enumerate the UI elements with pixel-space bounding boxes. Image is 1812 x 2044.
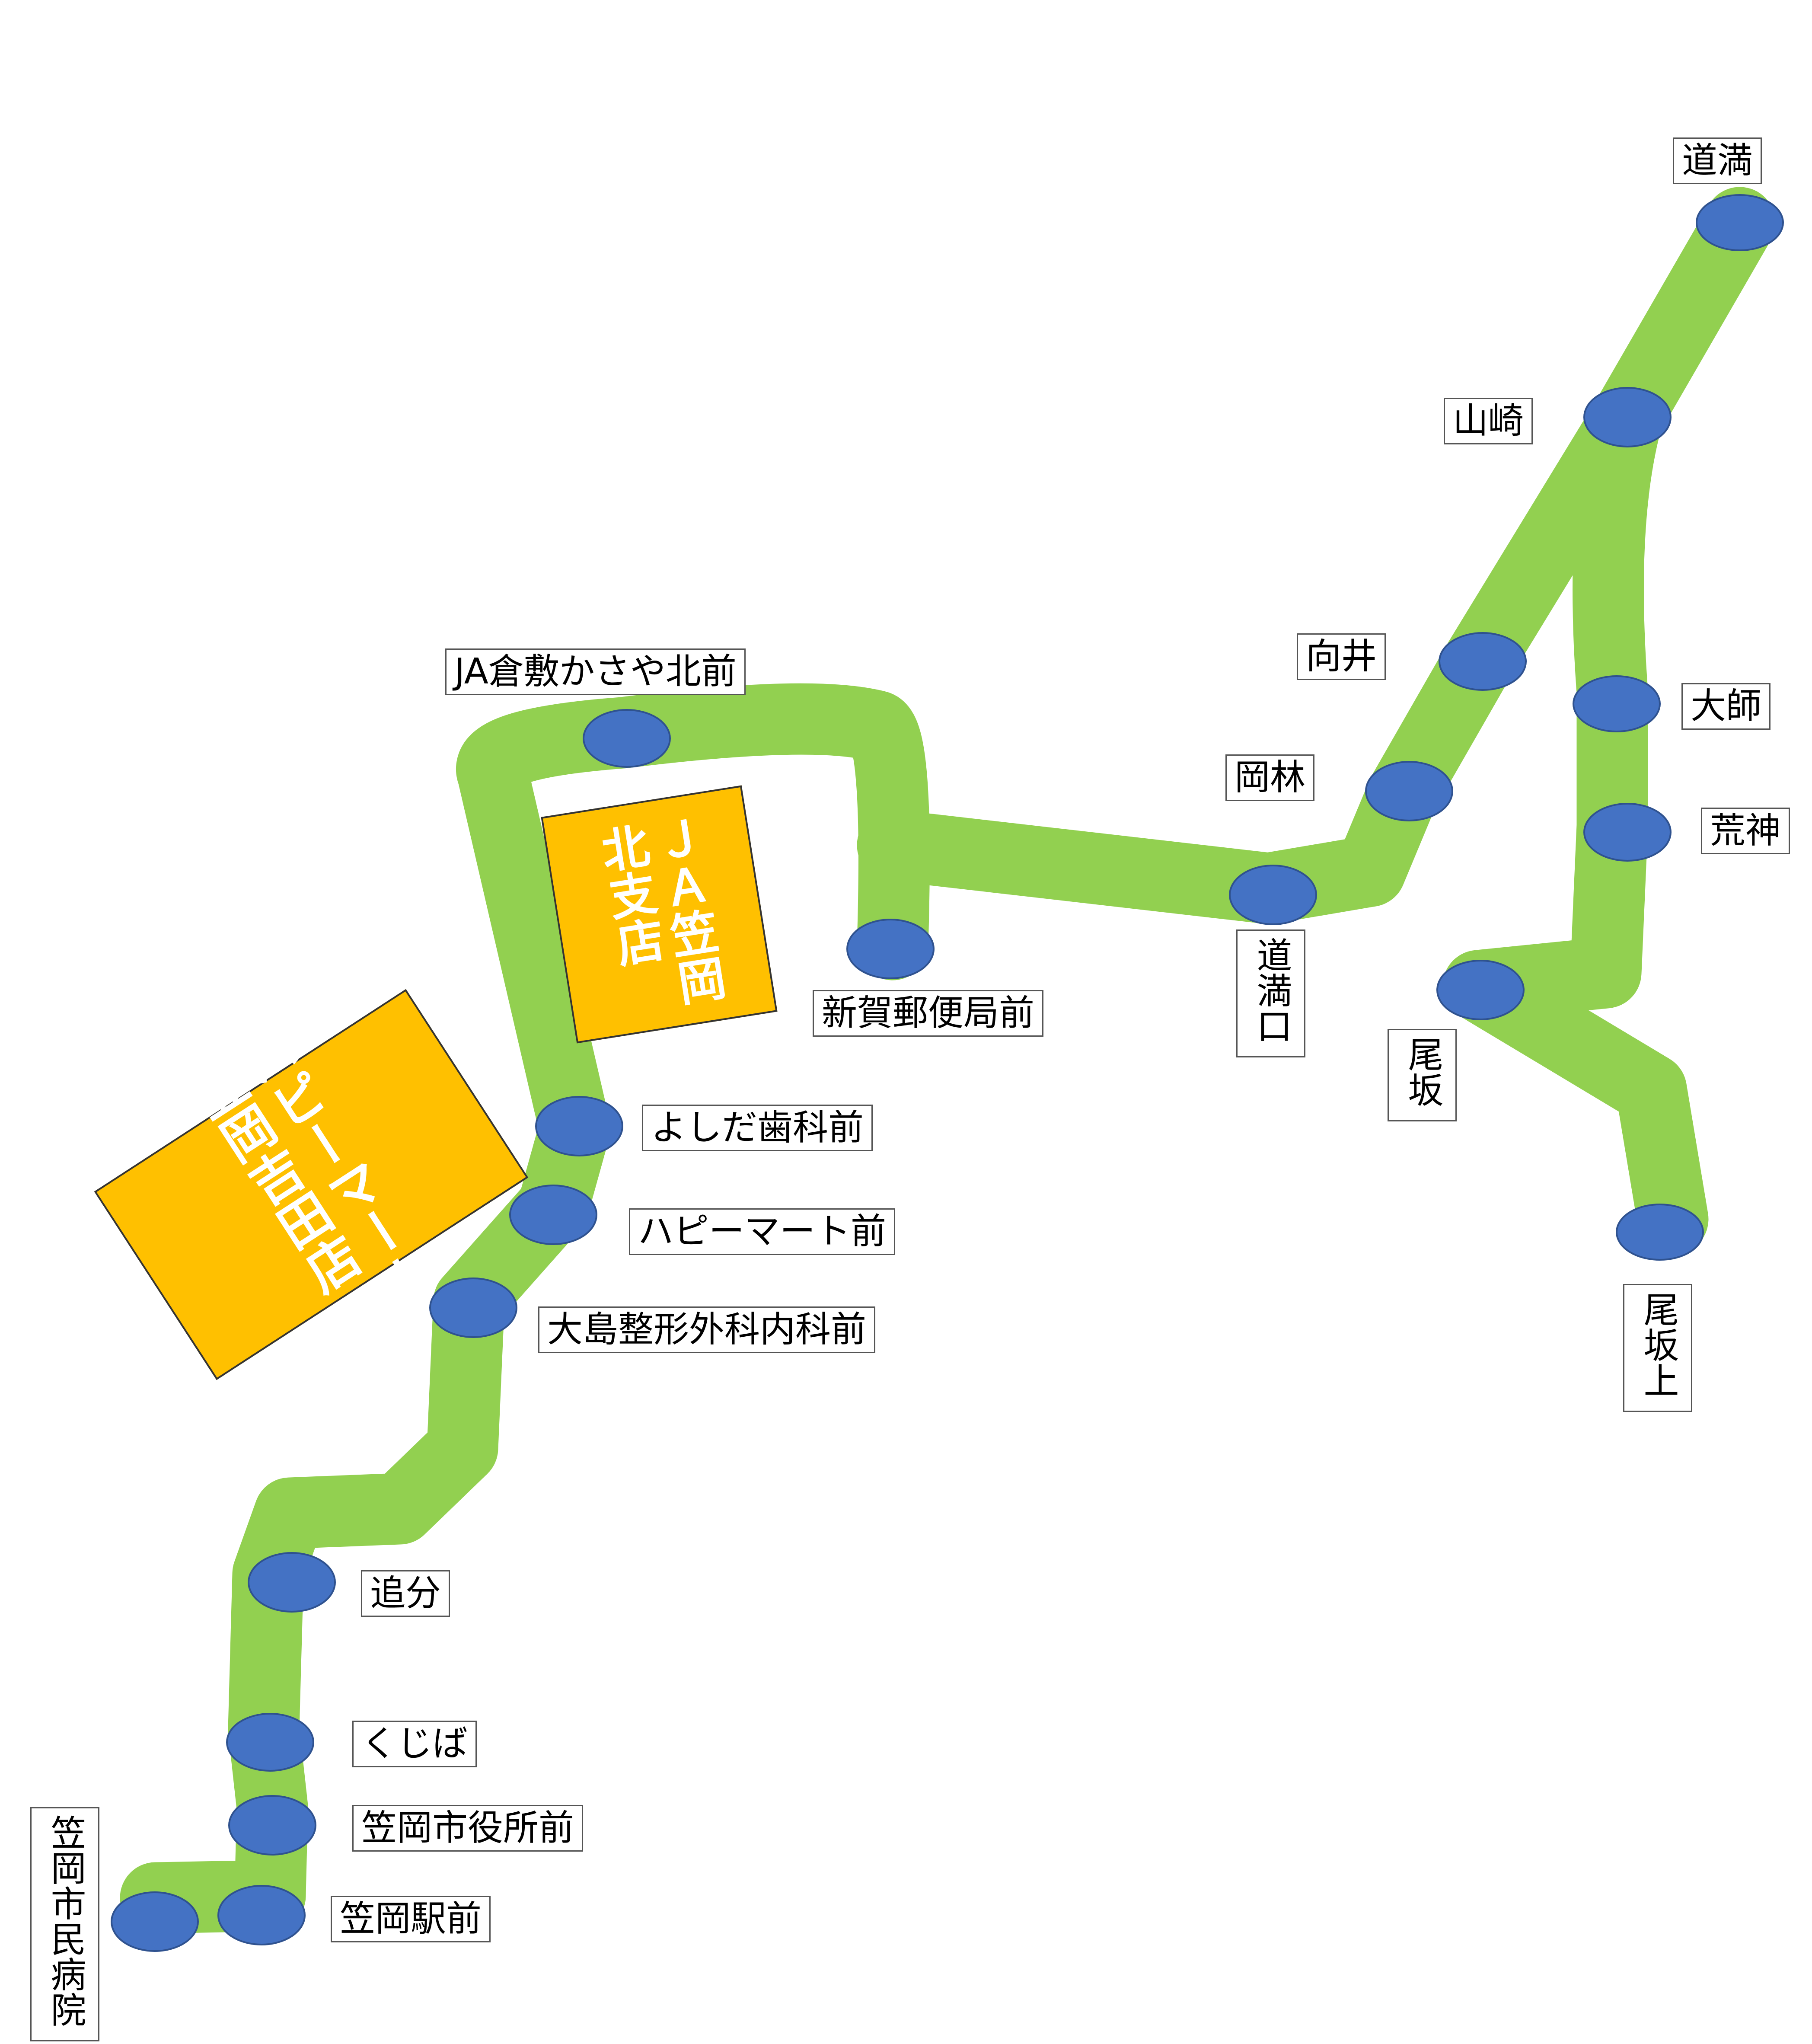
stop-label-hospital: 笠岡市民病院 bbox=[30, 1807, 99, 2042]
landmark-ja-kasaoka-kita-branch: ＪＡ笠岡 北支店 bbox=[541, 785, 778, 1044]
stop-label-hospital-text: 笠岡市民病院 bbox=[45, 1814, 86, 2027]
stop-marker-kojin bbox=[1583, 803, 1672, 862]
stop-label-oiwake: 追分 bbox=[361, 1570, 450, 1617]
stop-label-daishi: 大師 bbox=[1681, 683, 1771, 730]
stop-marker-oiwake bbox=[248, 1552, 336, 1613]
stop-label-osakakami: 尾坂上 bbox=[1623, 1284, 1692, 1412]
stop-label-oshima-clinic: 大島整形外科内科前 bbox=[538, 1306, 876, 1354]
stop-label-domitsuguchi: 道満口 bbox=[1236, 929, 1305, 1058]
stop-label-city-hall: 笠岡市役所前 bbox=[352, 1805, 584, 1852]
stop-label-mukai: 向井 bbox=[1297, 633, 1386, 680]
stop-marker-domitsuguchi bbox=[1229, 865, 1317, 925]
stop-marker-yoshida-dental bbox=[535, 1096, 623, 1156]
stop-marker-kujiba bbox=[226, 1713, 314, 1772]
stop-marker-yamasaki bbox=[1583, 387, 1672, 447]
stop-label-ja-kurashiki-kasaya-kita: JA倉敷かさや北前 bbox=[445, 648, 746, 696]
stop-marker-station bbox=[217, 1885, 306, 1945]
stop-label-okabayashi: 岡林 bbox=[1225, 754, 1315, 802]
stop-marker-domitsu bbox=[1696, 194, 1784, 251]
stop-marker-hospital bbox=[111, 1891, 199, 1952]
stop-marker-oshima-clinic bbox=[429, 1278, 517, 1338]
route-line-north-loop bbox=[120, 683, 930, 1934]
stop-marker-okabayashi bbox=[1365, 761, 1453, 821]
stop-marker-city-hall bbox=[228, 1795, 316, 1856]
stop-marker-daishi bbox=[1573, 675, 1661, 732]
stop-marker-ja-kurashiki-kasaya-kita bbox=[583, 709, 671, 768]
stop-marker-osaka bbox=[1436, 960, 1525, 1020]
stop-label-yamasaki: 山崎 bbox=[1444, 398, 1533, 445]
stop-label-domitsuguchi-text: 道満口 bbox=[1251, 937, 1292, 1043]
stop-label-niiga-post: 新賀郵便局前 bbox=[813, 990, 1044, 1037]
stop-label-yoshida-dental: よしだ歯科前 bbox=[642, 1105, 873, 1152]
stop-label-happymart: ハピーマート前 bbox=[629, 1208, 896, 1255]
stop-label-kojin: 荒神 bbox=[1701, 808, 1790, 855]
stop-label-osakakami-text: 尾坂上 bbox=[1637, 1291, 1679, 1398]
stop-marker-mukai bbox=[1439, 632, 1527, 691]
stop-label-kujiba: くじば bbox=[352, 1721, 477, 1768]
landmark-ja-kasaoka-label: ＪＡ笠岡 北支店 bbox=[590, 811, 729, 1009]
stop-marker-osakakami bbox=[1616, 1204, 1704, 1261]
stop-label-osaka: 尾坂 bbox=[1388, 1029, 1457, 1122]
stop-marker-happymart bbox=[509, 1185, 597, 1245]
stop-label-osaka-text: 尾坂 bbox=[1402, 1036, 1443, 1107]
stop-label-domitsu: 道満 bbox=[1673, 137, 1762, 185]
landmark-happymart-label: ハピーマート 笠岡吉田店 bbox=[176, 1021, 447, 1315]
stop-label-station: 笠岡駅前 bbox=[331, 1896, 491, 1943]
stop-marker-niiga-post bbox=[846, 919, 935, 979]
